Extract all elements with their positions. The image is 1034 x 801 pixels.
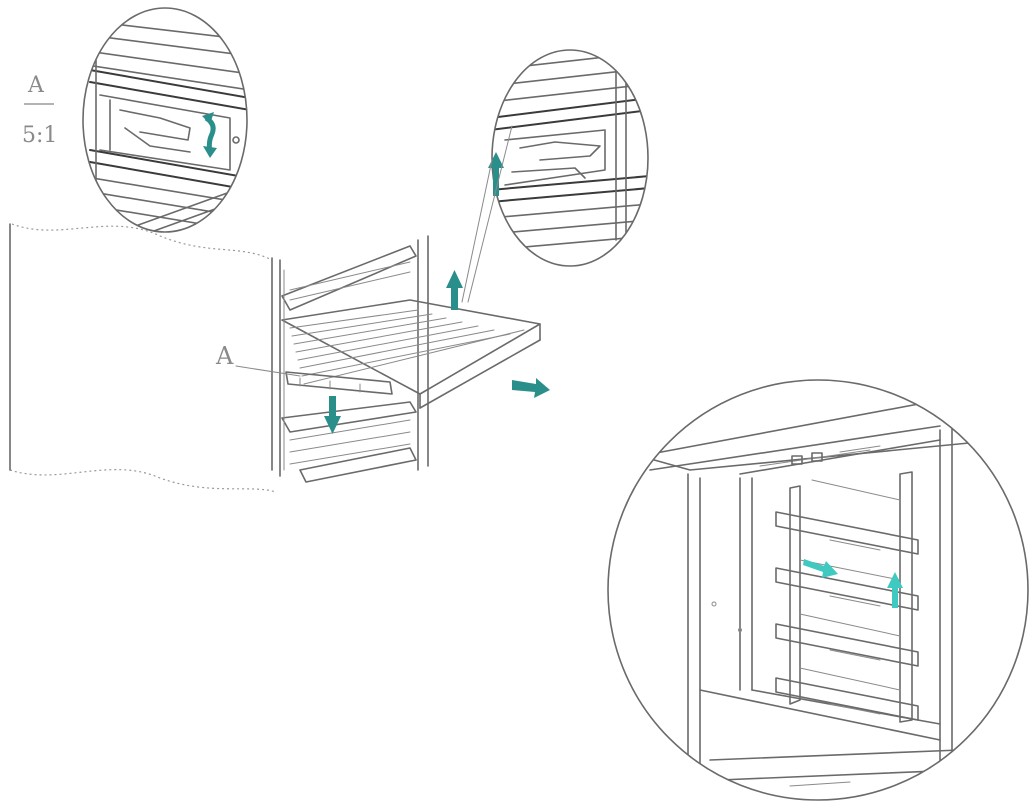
rail-installation-detail [607, 379, 1029, 801]
arrow-down-icon [324, 396, 341, 434]
detail-a-magnified [82, 7, 248, 233]
arrow-up-icon [446, 270, 463, 310]
leader-line [467, 125, 513, 303]
curved-arrow-icon [202, 112, 217, 158]
arrow-right-icon [512, 378, 550, 398]
arrow-up-icon [887, 572, 903, 608]
detail-label: A [27, 73, 45, 98]
detail-scale: 5:1 [22, 123, 57, 148]
leader-line [461, 159, 493, 303]
arrow-up-icon [488, 152, 504, 196]
callout-leader [235, 365, 301, 377]
arrow-right-icon [803, 559, 838, 578]
cabinet-drawing [9, 223, 541, 493]
detail-b-magnified [488, 49, 649, 267]
callout-label: A [215, 342, 234, 370]
